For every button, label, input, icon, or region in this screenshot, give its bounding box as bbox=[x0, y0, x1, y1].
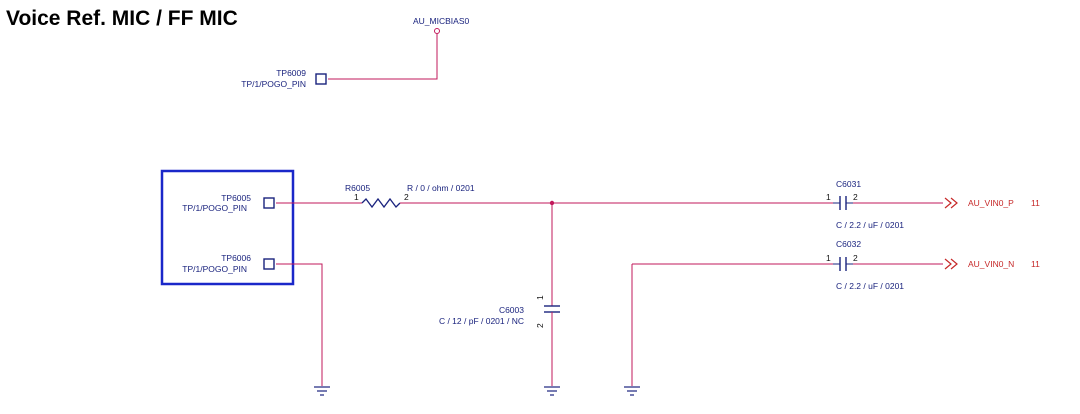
r6005-pin2: 2 bbox=[404, 192, 409, 202]
ground-icon bbox=[624, 386, 640, 396]
double-arrow-icon bbox=[950, 197, 958, 209]
c6031-value: C / 2.2 / uF / 0201 bbox=[836, 220, 904, 230]
tp6005-group: TP6005 TP/1/POGO_PIN bbox=[182, 193, 275, 213]
c6032-pin2: 2 bbox=[853, 253, 858, 263]
c6031-pin2: 2 bbox=[853, 192, 858, 202]
wire-micbias bbox=[328, 34, 438, 80]
net-label-vinn: AU_VIN0_N bbox=[968, 259, 1014, 269]
tp6005-ref: TP6005 bbox=[221, 193, 251, 203]
tp6006-group: TP6006 TP/1/POGO_PIN bbox=[182, 253, 275, 274]
ground-icon bbox=[314, 386, 330, 396]
c6003-value: C / 12 / pF / 0201 / NC bbox=[439, 316, 524, 326]
tp6009-ref: TP6009 bbox=[276, 68, 306, 78]
capacitor-c6032: C6032 1 2 C / 2.2 / uF / 0201 bbox=[826, 239, 904, 291]
test-point-tp6005 bbox=[263, 197, 275, 209]
capacitor-c6003: 1 2 C6003 C / 12 / pF / 0201 / NC bbox=[439, 295, 560, 328]
c6032-value: C / 2.2 / uF / 0201 bbox=[836, 281, 904, 291]
tp6009-value: TP/1/POGO_PIN bbox=[241, 79, 306, 89]
r6005-ref: R6005 bbox=[345, 183, 370, 193]
r6005-pin1: 1 bbox=[354, 192, 359, 202]
resistor-r6005: R6005 R / 0 / ohm / 0201 1 2 bbox=[345, 183, 475, 209]
c6003-pin1: 1 bbox=[535, 295, 545, 300]
c6032-ref: C6032 bbox=[836, 239, 861, 249]
net-port-vinp: AU_VIN0_P 11 bbox=[944, 197, 1040, 209]
page-title: Voice Ref. MIC / FF MIC bbox=[6, 7, 238, 30]
c6003-pin2: 2 bbox=[535, 323, 545, 328]
tp6005-value: TP/1/POGO_PIN bbox=[182, 203, 247, 213]
r6005-value: R / 0 / ohm / 0201 bbox=[407, 183, 475, 193]
capacitor-c6031: C6031 1 2 C / 2.2 / uF / 0201 bbox=[826, 179, 904, 230]
net-port-vinn: AU_VIN0_N 11 bbox=[944, 258, 1040, 270]
net-page-ref-vinp: 11 bbox=[1031, 198, 1040, 208]
highlight-box bbox=[160, 169, 295, 286]
c6031-pin1: 1 bbox=[826, 192, 831, 202]
double-arrow-icon bbox=[950, 258, 958, 270]
test-point-tp6009 bbox=[315, 73, 327, 85]
wire-tp6006-ground bbox=[276, 263, 323, 386]
micbias-net: AU_MICBIAS0 TP6009 TP/1/POGO_PIN bbox=[241, 16, 469, 89]
net-label-vinp: AU_VIN0_P bbox=[968, 198, 1014, 208]
ground-icon bbox=[544, 386, 560, 396]
power-port-icon bbox=[434, 28, 440, 34]
double-arrow-icon bbox=[944, 197, 952, 209]
c6003-ref: C6003 bbox=[499, 305, 524, 315]
c6032-pin1: 1 bbox=[826, 253, 831, 263]
net-label-micbias: AU_MICBIAS0 bbox=[413, 16, 469, 26]
double-arrow-icon bbox=[944, 258, 952, 270]
c6031-ref: C6031 bbox=[836, 179, 861, 189]
net-page-ref-vinn: 11 bbox=[1031, 259, 1040, 269]
tp6006-ref: TP6006 bbox=[221, 253, 251, 263]
test-point-tp6006 bbox=[263, 258, 275, 270]
tp6006-value: TP/1/POGO_PIN bbox=[182, 264, 247, 274]
resistor-icon bbox=[361, 197, 401, 209]
